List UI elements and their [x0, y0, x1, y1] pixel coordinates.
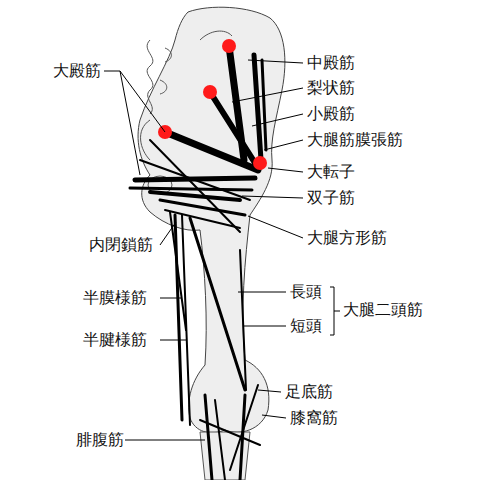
- muscle-label: 半腱様筋: [82, 331, 148, 349]
- muscle-label: 大腿二頭筋: [342, 301, 424, 319]
- muscle-label: 内閉鎖筋: [88, 236, 154, 254]
- muscle-label: 長頭: [289, 283, 323, 301]
- muscle-label: 大腿方形筋: [306, 229, 388, 247]
- muscle-label: 膝窩筋: [289, 409, 339, 427]
- muscle-label: 半膜様筋: [82, 289, 148, 307]
- muscle-label: 短頭: [289, 317, 323, 335]
- muscle-label: 腓腹筋: [75, 431, 125, 449]
- muscle-label: 双子筋: [306, 189, 356, 207]
- muscle-label: 梨状筋: [306, 79, 356, 97]
- muscle-label: 大殿筋: [52, 62, 102, 80]
- muscle-label: 大腿筋膜張筋: [306, 131, 404, 149]
- muscle-label: 小殿筋: [306, 105, 356, 123]
- muscle-label: 足底筋: [284, 383, 334, 401]
- muscle-label: 大転子: [306, 163, 356, 181]
- muscle-label: 中殿筋: [306, 54, 356, 72]
